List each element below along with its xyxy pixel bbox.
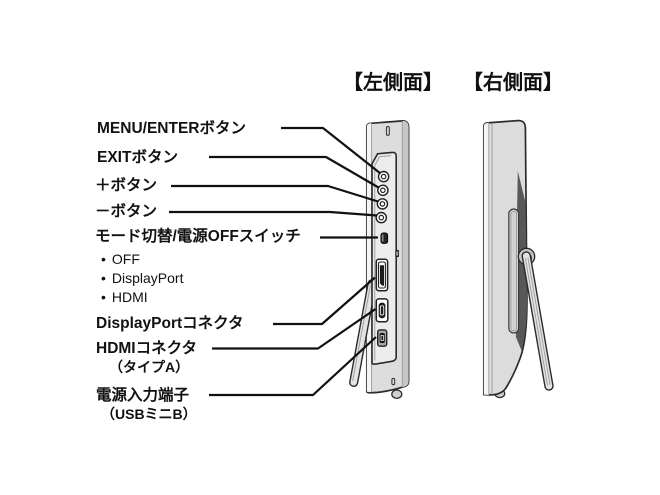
plus-button-drawing — [376, 198, 389, 210]
usb-mini-port-drawing — [377, 329, 388, 347]
label-power-input: 電源入力端子 — [96, 387, 190, 404]
front-bezel-strip — [483, 122, 489, 395]
leader-line-displayport — [273, 276, 376, 326]
label-hdmi-connector: HDMIコネクタ — [96, 340, 197, 357]
security-slot-icon — [385, 126, 390, 136]
minus-button-drawing — [375, 211, 388, 224]
label-hdmi-type: （タイプA） — [109, 359, 190, 375]
bottom-slot-icon — [391, 377, 396, 386]
stand-groove — [508, 208, 520, 334]
leader-line-power — [209, 336, 377, 397]
rubber-foot — [391, 389, 403, 400]
exit-button-drawing — [377, 184, 389, 197]
bullet-icon: • — [101, 270, 106, 286]
bullet-icon: • — [101, 289, 106, 305]
mode-option-label: OFF — [111, 251, 140, 267]
displayport-port-drawing — [375, 258, 389, 292]
mode-option-label: HDMI — [111, 289, 148, 305]
mode-option-displayport: • DisplayPort — [101, 270, 184, 286]
left-side-view-illustration — [349, 120, 410, 400]
leader-line-hdmi — [212, 308, 377, 350]
mode-options-list: • OFF • DisplayPort • HDMI — [101, 251, 184, 309]
label-minus-button: －ボタン — [95, 203, 158, 220]
right-side-view-illustration — [482, 119, 554, 399]
leader-line-menu-enter — [281, 126, 382, 175]
leader-line-minus — [169, 210, 378, 217]
menu-enter-button-drawing — [377, 170, 390, 183]
right-side-header: 【右側面】 — [463, 72, 563, 94]
stand-leg — [349, 279, 377, 387]
hdmi-port-drawing — [375, 298, 389, 323]
back-latch-icon — [395, 249, 399, 258]
leader-lines — [169, 126, 382, 397]
leader-line-exit — [209, 155, 380, 189]
label-displayport-connector: DisplayPortコネクタ — [96, 315, 244, 332]
back-edge-shade — [402, 120, 409, 388]
left-side-header: 【左側面】 — [343, 72, 443, 94]
mode-option-label: DisplayPort — [111, 270, 184, 286]
panel-inner-line — [374, 155, 392, 361]
stand-leg — [521, 251, 554, 391]
label-exit-button: EXITボタン — [97, 149, 178, 166]
mode-option-off: • OFF — [101, 251, 184, 267]
label-menu-enter-button: MENU/ENTERボタン — [97, 120, 246, 137]
mode-switch-drawing — [380, 232, 389, 244]
bullet-icon: • — [101, 251, 106, 267]
label-mode-switch: モード切替/電源OFFスイッチ — [95, 228, 301, 245]
side-buttons — [375, 170, 390, 224]
label-power-type: （USBミニB） — [101, 406, 197, 422]
leader-line-plus — [171, 184, 379, 203]
mode-option-hdmi: • HDMI — [101, 289, 184, 305]
label-plus-button: ＋ボタン — [95, 177, 158, 194]
